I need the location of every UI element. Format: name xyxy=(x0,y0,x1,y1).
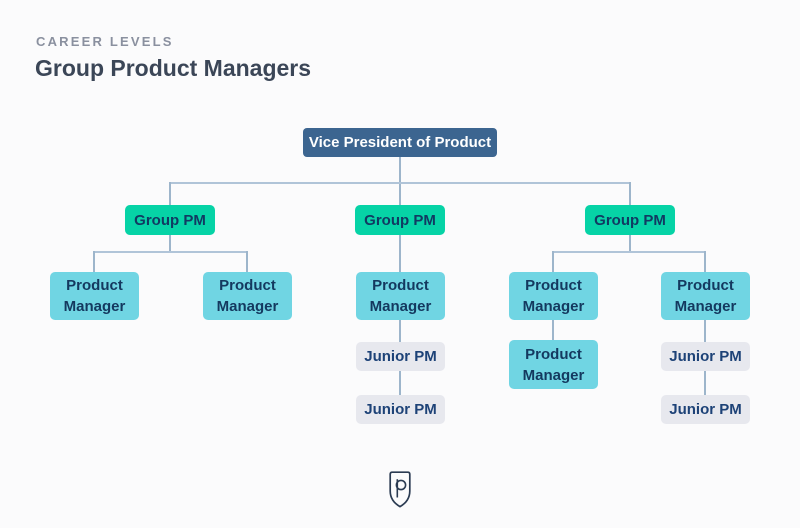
connector-line xyxy=(704,371,706,395)
connector-line xyxy=(629,235,631,253)
connector-line xyxy=(169,182,631,184)
org-node-junior-pm-1: Junior PM xyxy=(356,342,445,371)
org-node-product-manager-3: Product Manager xyxy=(356,272,445,320)
connector-line xyxy=(246,251,248,272)
connector-line xyxy=(399,235,401,272)
connector-line xyxy=(399,320,401,342)
org-node-product-manager-5: Product Manager xyxy=(661,272,750,320)
org-node-group-pm-2: Group PM xyxy=(355,205,445,235)
connector-line xyxy=(704,320,706,342)
shield-p-logo-icon xyxy=(388,471,412,508)
org-node-vice-president-of-product: Vice President of Product xyxy=(303,128,497,157)
connector-line xyxy=(169,235,171,253)
connector-line xyxy=(399,371,401,395)
page-title: Group Product Managers xyxy=(35,55,312,81)
org-node-product-manager-6: Product Manager xyxy=(509,340,598,389)
org-node-group-pm-3: Group PM xyxy=(585,205,675,235)
connector-line xyxy=(552,320,554,340)
org-node-junior-pm-4: Junior PM xyxy=(661,395,750,424)
connector-line xyxy=(629,182,631,205)
connector-line xyxy=(169,182,171,205)
org-node-product-manager-1: Product Manager xyxy=(50,272,139,320)
connector-line xyxy=(552,251,554,272)
connector-line xyxy=(93,251,95,272)
org-node-junior-pm-3: Junior PM xyxy=(661,342,750,371)
connector-line xyxy=(93,251,248,253)
category-label: CAREER LEVELS xyxy=(36,34,174,49)
connector-line xyxy=(552,251,706,253)
connector-line xyxy=(704,251,706,272)
org-node-junior-pm-2: Junior PM xyxy=(356,395,445,424)
org-node-group-pm-1: Group PM xyxy=(125,205,215,235)
org-node-product-manager-4: Product Manager xyxy=(509,272,598,320)
org-node-product-manager-2: Product Manager xyxy=(203,272,292,320)
